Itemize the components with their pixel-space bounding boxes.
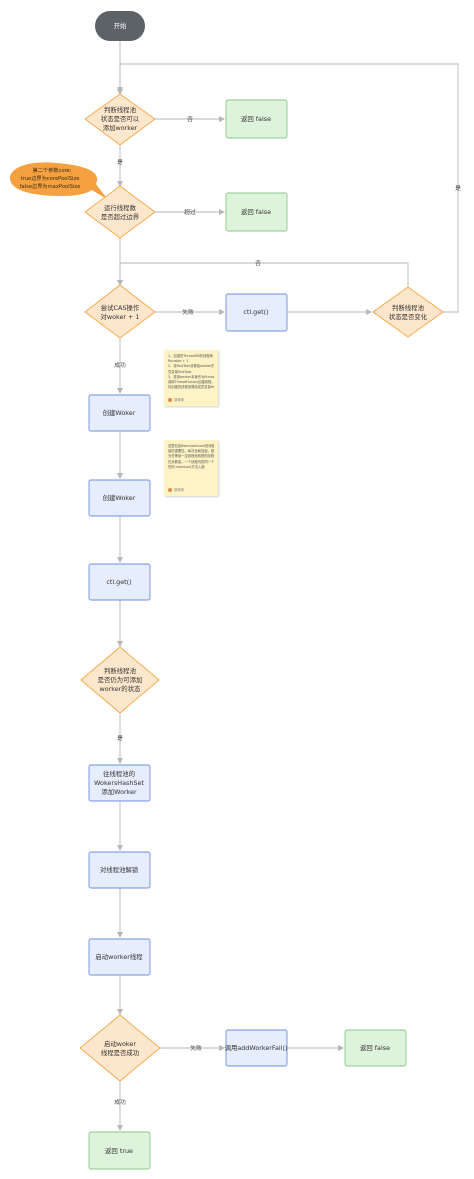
process-label: 创建Woker bbox=[103, 493, 136, 502]
edge-state-changed-yes-loop bbox=[117, 63, 459, 313]
process-label: 对线程池解锁 bbox=[100, 865, 139, 874]
process-create-worker[interactable]: 创建Woker bbox=[88, 479, 151, 517]
note-line: 2、将firstTask设置给worker的成 bbox=[168, 364, 214, 369]
edge-label-no-loop: 否 bbox=[255, 260, 261, 267]
note-line: 任何 mainLock方法入锁 bbox=[168, 464, 205, 469]
process-add-to-set[interactable]: 往线程池的 WokersHashSet 添加Worker bbox=[88, 764, 151, 802]
decision-line: 线程是否成功 bbox=[101, 1048, 139, 1057]
decision-line: 判断线程池 bbox=[392, 303, 425, 312]
process-label: 调用addWorkerFail() bbox=[225, 1043, 288, 1052]
edge-label-fail: 失败 bbox=[182, 308, 194, 316]
decision-line: 是否仍为可添加 bbox=[98, 675, 143, 684]
note-line: 将创建的线程设置给成员变量thread bbox=[168, 385, 214, 390]
process-line: WokersHashSet bbox=[94, 779, 144, 787]
callout-line: false边界为maxPoolSize bbox=[20, 182, 81, 190]
note-line: 员变量firstTask bbox=[168, 369, 192, 374]
edge-labels: 否 是 是 超过 否 失败 成功 是 失败 成功 bbox=[114, 116, 461, 1106]
note-footer: 钢琴家 bbox=[168, 397, 185, 403]
edge-label-yes-loop: 是 bbox=[455, 185, 461, 192]
edge-label-exceed: 超过 bbox=[184, 208, 196, 216]
process-ctl-get[interactable]: ctl.get() bbox=[225, 293, 288, 332]
sticky-note[interactable]: 1、加重的ThreadGR的线程串 Runable + 1 2、将firstTa… bbox=[164, 350, 218, 406]
note-line: Runable + 1 bbox=[168, 359, 189, 364]
result-label: 返回 true bbox=[105, 1147, 133, 1155]
process-line: 往线程池的 bbox=[103, 769, 135, 778]
decision-line: 启动woker bbox=[104, 1039, 136, 1048]
process-label: 启动worker线程 bbox=[95, 952, 143, 961]
process-label: ctl.get() bbox=[243, 308, 268, 316]
decision-check-state[interactable]: 判断线程池 状态是否可以 添加worker bbox=[84, 93, 156, 146]
process-ctl-get[interactable]: ctl.get() bbox=[88, 563, 151, 601]
decision-line: 对woker + 1 bbox=[100, 312, 139, 321]
result-label: 返回 false bbox=[241, 208, 271, 216]
note-line: 在对数量。一个线程内的同一个将 bbox=[168, 459, 214, 464]
note-line: 调用ThreadFactory创建线程，并 bbox=[168, 380, 214, 385]
note-line: 为在等到一定线程池线程的线程 bbox=[168, 454, 214, 459]
result-return-true[interactable]: 返回 true bbox=[88, 1131, 151, 1170]
decision-line: 添加worker bbox=[103, 123, 138, 132]
decision-line: 是否超过边界 bbox=[101, 212, 140, 221]
note-author: 钢琴家 bbox=[174, 487, 185, 492]
result-return-false[interactable]: 返回 false bbox=[225, 192, 288, 232]
result-label: 返回 false bbox=[241, 115, 271, 123]
callout-line: 第二个参数core: bbox=[33, 166, 72, 174]
edge-label-success: 成功 bbox=[114, 1098, 126, 1106]
process-create-worker[interactable]: 创建Woker bbox=[88, 394, 151, 432]
edges bbox=[117, 41, 459, 1131]
decision-line: 运行线程数 bbox=[104, 203, 137, 212]
decision-line: 状态是否可以 bbox=[101, 114, 140, 123]
edge-label-fail: 失败 bbox=[190, 1044, 202, 1052]
result-label: 返回 false bbox=[360, 1044, 390, 1052]
process-label: ctl.get() bbox=[106, 578, 131, 586]
callout-bubble: 第二个参数core: true边界为corePoolSize false边界为m… bbox=[10, 162, 108, 200]
callout-line: true边界为corePoolSize bbox=[21, 174, 80, 182]
note-author: 钢琴家 bbox=[174, 397, 185, 402]
decision-line: 判断线程池 bbox=[104, 105, 137, 114]
decision-line: 判断线程池 bbox=[104, 666, 137, 675]
note-footer: 钢琴家 bbox=[168, 487, 185, 493]
edge-label-yes: 是 bbox=[117, 735, 123, 742]
note-line: 3、是用worker本身作为Runable bbox=[168, 374, 214, 379]
author-avatar-icon bbox=[168, 397, 172, 402]
note-line: 这里包含ReentrantLock的线程池 bbox=[168, 444, 214, 448]
author-avatar-icon bbox=[168, 487, 172, 492]
start-node[interactable]: 开始 bbox=[95, 11, 145, 41]
decision-line: worker的状态 bbox=[100, 684, 142, 693]
edge-label-success: 成功 bbox=[114, 361, 126, 369]
edge-state-changed-no-loop bbox=[117, 262, 409, 287]
sticky-note[interactable]: 这里包含ReentrantLock的线程池 锁的重要性。每次全局加锁，因 为在等… bbox=[164, 440, 218, 496]
result-return-false[interactable]: 返回 false bbox=[344, 1029, 407, 1067]
result-return-false[interactable]: 返回 false bbox=[225, 99, 288, 139]
process-line: 添加Worker bbox=[101, 787, 137, 796]
process-add-worker-fail[interactable]: 调用addWorkerFail() bbox=[225, 1029, 288, 1067]
decision-state-changed[interactable]: 判断线程池 状态是否变化 bbox=[372, 286, 444, 338]
process-unlock[interactable]: 对线程池解锁 bbox=[88, 851, 151, 889]
start-label: 开始 bbox=[114, 21, 127, 30]
edge-label-yes: 是 bbox=[117, 159, 123, 166]
decision-cas[interactable]: 尝试CAS操作 对woker + 1 bbox=[84, 284, 156, 339]
note-line: 锁的重要性。每次全局加锁，因 bbox=[168, 449, 214, 454]
decision-still-addable[interactable]: 判断线程池 是否仍为可添加 worker的状态 bbox=[80, 646, 160, 714]
decision-check-count[interactable]: 运行线程数 是否超过边界 bbox=[84, 185, 156, 239]
decision-line: 状态是否变化 bbox=[389, 312, 428, 321]
decision-check-started[interactable]: 启动woker 线程是否成功 bbox=[79, 1014, 161, 1082]
process-label: 创建Woker bbox=[103, 408, 136, 417]
note-line: 1、加重的ThreadGR的线程串 bbox=[168, 354, 213, 358]
process-start-worker[interactable]: 启动worker线程 bbox=[88, 938, 151, 976]
edge-label-no: 否 bbox=[187, 116, 193, 123]
decision-line: 尝试CAS操作 bbox=[101, 303, 140, 312]
